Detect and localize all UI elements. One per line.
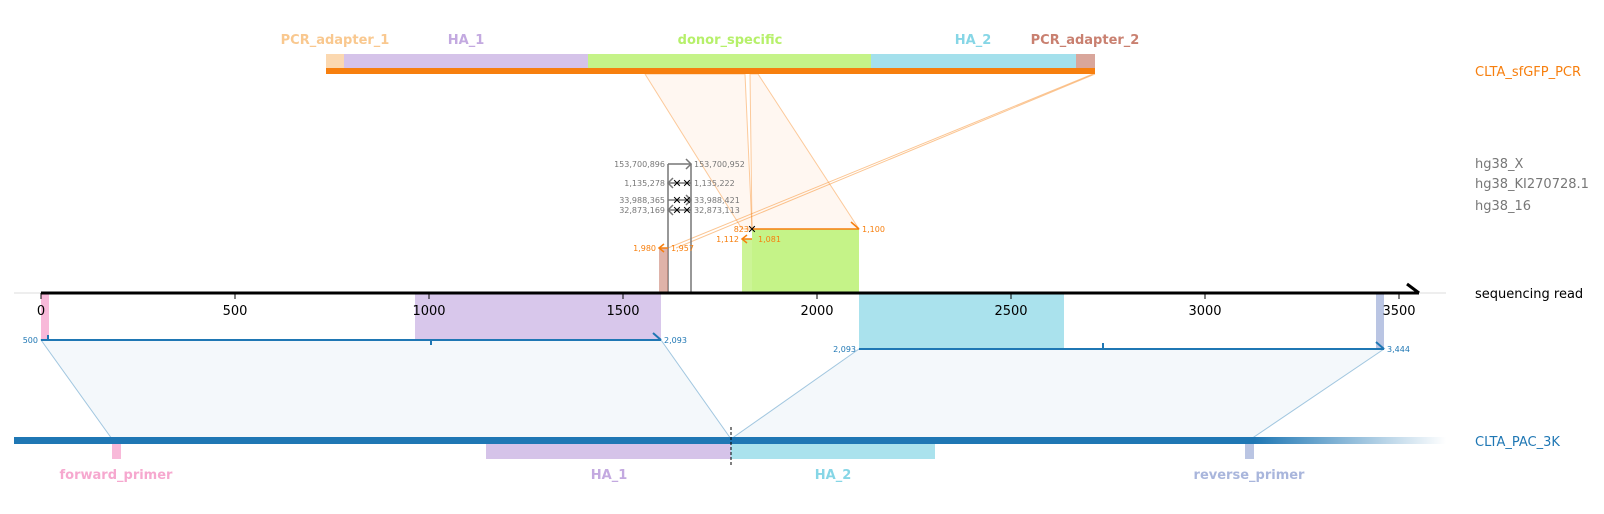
pac-alignment-arrowhead-b (1375, 341, 1385, 350)
pcr-adapter-1-block (326, 54, 344, 70)
hg38-16-arrowhead-a (685, 194, 693, 206)
read-axis-tick-label-1000: 1000 (412, 304, 445, 319)
pcr-alignment-fill-a (659, 248, 668, 293)
read-axis: 0 500 1000 1500 2000 2500 3000 3500 (14, 282, 1446, 319)
read-ha-2-block (859, 293, 1064, 349)
read-axis-tick-label-2500: 2500 (994, 304, 1027, 319)
pcr-ha-2-label: HA_2 (955, 33, 992, 48)
track-label-hg38-x: hg38_X (1475, 157, 1524, 172)
pcr-reference-bar (326, 68, 1095, 74)
read-reverse-primer-block (1376, 293, 1384, 349)
pcr-coord-a-right: 1,957 (671, 244, 694, 253)
pac-forward-primer-block (112, 439, 121, 459)
hg38-x-coord-right: 153,700,952 (694, 160, 745, 169)
pac-forward-primer-label: forward_primer (60, 468, 174, 483)
hg38-16-mismatch-b1: ✕ (672, 204, 681, 217)
hg38-16-mismatch-a2: ✕ (682, 194, 691, 207)
read-forward-primer-block (41, 293, 49, 340)
pcr-ha-1-label: HA_1 (448, 33, 485, 48)
pcr-alignment-arrowhead-a (657, 243, 665, 253)
pac-reverse-primer-block (1245, 439, 1254, 459)
track-labels: CLTA_sfGFP_PCR hg38_X hg38_KI270728.1 hg… (1475, 65, 1589, 450)
pcr-donor-specific-block (588, 54, 871, 70)
read-ha-1-block (415, 293, 661, 340)
pcr-coord-c-left: 823 (734, 225, 749, 234)
pac-coord-a-left: 500 (23, 336, 38, 345)
pcr-donor-specific-label: donor_specific (678, 33, 783, 48)
pcr-alignment-arrowhead-c (850, 221, 860, 230)
read-axis-tick-label-0: 0 (37, 304, 45, 319)
read-feature-shading (41, 293, 1384, 349)
read-axis-arrowhead (1406, 282, 1420, 295)
hg38-x-coord-left: 153,700,896 (614, 160, 665, 169)
pcr-alignment-fill-c (752, 229, 859, 293)
pcr-ha-2-block (871, 54, 1076, 70)
pac-coord-a-right: 2,093 (664, 336, 687, 345)
pcr-reference: PCR_adapter_1 HA_1 donor_specific HA_2 P… (281, 33, 1140, 74)
hg38-ki-arrowhead (666, 177, 674, 189)
pcr-read-alignments: ✕ 1,980 1,957 1,112 1,081 823 1,100 (633, 221, 885, 293)
pac-ha-2-label: HA_2 (815, 468, 852, 483)
pac-alignment-arrowhead-a (652, 332, 662, 341)
hg38-16-coord-left-a: 33,988,365 (619, 196, 665, 205)
hg38-alignments: ✕ ✕ ✕ ✕ ✕ ✕ 153,700,896 153,700,952 1,13… (614, 158, 745, 293)
hg38-16-coord-right-b: 32,873,113 (694, 206, 740, 215)
pcr-alignment-mismatch-c: ✕ (747, 223, 756, 236)
read-axis-tick-label-2000: 2000 (800, 304, 833, 319)
pac-read-alignments: 500 2,093 2,093 3,444 (23, 332, 1410, 440)
track-label-pcr: CLTA_sfGFP_PCR (1475, 65, 1581, 80)
pac-reference-bar (14, 437, 1254, 444)
read-axis-tick-label-3000: 3000 (1188, 304, 1221, 319)
pcr-adapter-1-label: PCR_adapter_1 (281, 33, 390, 48)
hg38-16-coord-left-b: 32,873,169 (619, 206, 665, 215)
pcr-coord-a-left: 1,980 (633, 244, 656, 253)
hg38-16-coord-right-a: 33,988,421 (694, 196, 740, 205)
pac-reference-bar-fade (1254, 437, 1446, 444)
pac-coord-b-right: 3,444 (1387, 345, 1410, 354)
pcr-alignment-fill-b (742, 239, 752, 293)
hg38-ki-coord-left: 1,135,278 (624, 179, 665, 188)
read-axis-tick-label-500: 500 (223, 304, 248, 319)
track-label-pac: CLTA_PAC_3K (1475, 435, 1560, 450)
track-label-hg38-16: hg38_16 (1475, 199, 1531, 214)
pac-fan-a (40, 339, 732, 440)
read-axis-tick-label-1500: 1500 (606, 304, 639, 319)
pcr-coord-c-right: 1,100 (862, 225, 885, 234)
pcr-coord-b-left: 1,112 (716, 235, 739, 244)
pcr-fan-line-1 (667, 73, 1094, 249)
track-label-read: sequencing read (1475, 287, 1583, 302)
hg38-x-arrowhead (685, 158, 693, 170)
hg38-ki-mismatch-1: ✕ (672, 177, 681, 190)
pcr-fan-line-2 (675, 73, 1096, 249)
pcr-ha-1-block (344, 54, 588, 70)
pac-coord-b-left: 2,093 (833, 345, 856, 354)
pac-reference: forward_primer HA_1 HA_2 reverse_primer (14, 427, 1446, 483)
hg38-16-mismatch-b2: ✕ (682, 204, 691, 217)
pcr-adapter-2-block (1076, 54, 1095, 70)
pac-ha-1-label: HA_1 (591, 468, 628, 483)
hg38-16-mismatch-a1: ✕ (672, 194, 681, 207)
pcr-alignment-arrowhead-b (740, 234, 748, 244)
hg38-ki-coord-right: 1,135,222 (694, 179, 735, 188)
track-label-hg38-ki: hg38_KI270728.1 (1475, 177, 1589, 192)
pcr-coord-b-right: 1,081 (758, 235, 781, 244)
pcr-connections (644, 73, 1096, 249)
read-axis-tick-label-3500: 3500 (1382, 304, 1415, 319)
pcr-fan-donor-2 (749, 73, 860, 230)
pcr-adapter-2-label: PCR_adapter_2 (1031, 33, 1140, 48)
pac-fan-b (729, 348, 1386, 440)
hg38-16-arrowhead-b (666, 204, 674, 216)
hg38-ki-mismatch-2: ✕ (682, 177, 691, 190)
pac-reverse-primer-label: reverse_primer (1194, 468, 1306, 483)
